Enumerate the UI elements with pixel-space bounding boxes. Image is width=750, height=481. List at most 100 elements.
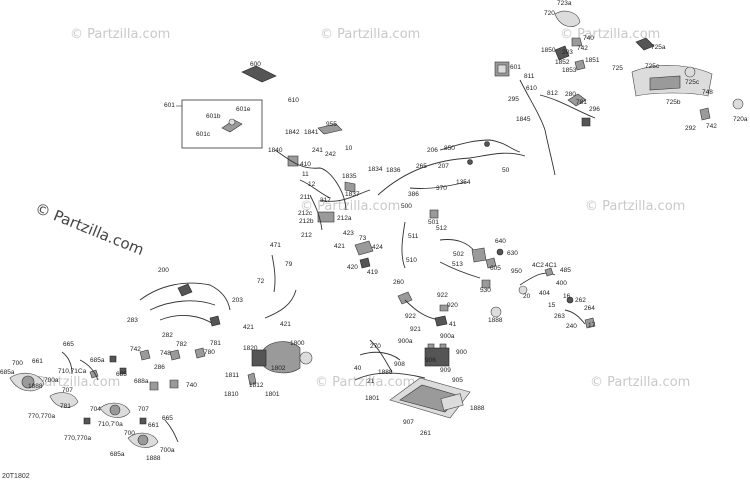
diagram-code: 20T1802 [2,473,30,480]
callout: 79 [285,261,293,268]
callout: 950 [511,268,522,275]
callout: 920 [447,302,458,309]
callout: 512 [436,225,447,232]
callout: 1845 [516,116,531,123]
callout: 1850 [541,47,556,54]
callout: 1834 [368,166,383,173]
callout: 720a [733,116,748,123]
callout: 513 [452,261,463,268]
callout: 4C1 [545,262,557,269]
callout: 530 [480,287,491,294]
watermark: © Partzilla.com [315,375,415,390]
callout: 265 [416,163,427,170]
callout: 725c [645,63,660,70]
callout: 282 [162,332,173,339]
callout: 1837 [345,191,360,198]
callout: 905 [452,377,463,384]
callout: 317 [320,197,331,204]
callout: 270 [370,343,381,350]
callout: 710,71Ca [58,368,87,375]
callout: 500 [401,203,412,210]
callout: 261 [420,430,431,437]
callout: 601c [196,131,211,138]
callout: 260 [393,279,404,286]
part-illustrations [9,10,744,448]
callout: 740 [186,382,197,389]
callout: 424 [372,244,383,251]
callout: 725b [666,99,681,106]
callout: 510 [406,257,417,264]
callout: 707 [138,406,149,413]
callout: 781 [210,340,221,347]
callout-labels: 600 601 601b 601e 601c 610 955 1842 1841… [0,0,748,462]
callout: 12 [308,181,316,188]
callout: 203 [232,297,243,304]
callout: 10 [345,145,353,152]
callout: 850 [444,145,455,152]
callout: 296 [589,106,600,113]
callout: 725a [651,44,666,51]
callout: 420 [347,264,358,271]
callout: 710,7'0a [98,421,123,428]
callout: 485 [560,267,571,274]
callout: 811 [524,73,535,80]
watermark: © Partzilla.com [20,375,120,390]
callout: 610 [526,85,537,92]
callout: 908 [394,361,405,368]
callout: 700 [12,360,23,367]
callout: 630 [507,250,518,257]
callout: 203 [562,49,573,56]
callout: 286 [154,364,165,371]
callout: 909 [440,367,451,374]
callout: 421 [280,321,291,328]
callout: 212a [337,215,352,222]
callout: 11 [302,171,309,178]
callout: 700a [44,377,59,384]
callout: 423 [343,230,354,237]
callout: 410 [300,161,311,168]
callout: 17 [588,322,596,329]
callout: 1811 [225,372,239,379]
callout: 72 [257,278,265,285]
callout: 241 [312,147,323,154]
callout: 404 [539,290,550,297]
callout: 207 [438,163,449,170]
callout: 40 [354,365,362,372]
callout: 421 [243,324,254,331]
callout: 50 [502,167,510,174]
callout: 200 [158,267,169,274]
callout: 1812 [249,382,264,389]
callout: 723a [557,0,572,7]
callout: 1801 [365,395,380,402]
callout: 41 [449,321,457,328]
callout: 370 [436,185,447,192]
callout: 206 [427,147,438,154]
callout: 665 [63,341,74,348]
callout: 212c [298,210,313,217]
callout: 280 [565,91,576,98]
callout: 922 [405,313,416,320]
callout: 782 [176,341,187,348]
callout: 242 [325,151,336,158]
callout: 685a [90,357,105,364]
callout: 1800 [290,340,305,347]
callout: 262 [575,297,586,304]
watermark: © Partzilla.com [70,27,170,42]
watermark: © Partzilla.com [590,375,690,390]
callout: 748 [160,350,171,357]
callout: 419 [367,269,378,276]
callout: 1888 [28,383,43,390]
callout: 781 [60,403,71,410]
callout: 922 [437,292,448,299]
callout: 400 [556,280,567,287]
callout: 1888 [146,455,161,462]
callout: 21 [367,378,375,385]
callout: 1802 [271,365,286,372]
callout: 511 [408,233,419,240]
callout: 263 [554,313,565,320]
callout: 921 [410,326,421,333]
callout: 601b [206,113,221,120]
callout: 1841 [304,129,319,136]
callout: 720 [544,10,555,17]
